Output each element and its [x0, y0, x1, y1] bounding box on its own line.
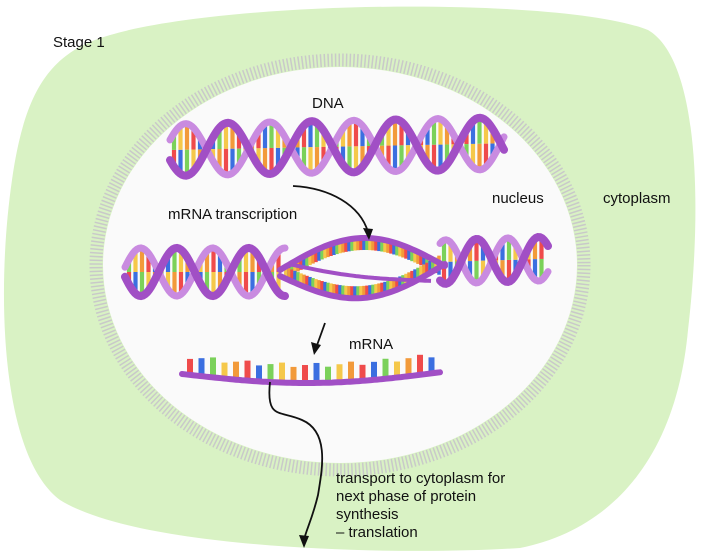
dna-unwinding-transcription	[121, 233, 552, 302]
process-arrows	[268, 185, 373, 548]
backbone-strand	[121, 243, 289, 301]
transcription-arrowhead	[363, 228, 373, 240]
mrna-backbone	[179, 369, 443, 386]
dna-label: DNA	[312, 95, 344, 112]
mrna-strand	[179, 354, 443, 386]
nuclear-envelope	[89, 53, 591, 477]
mrna-label: mRNA	[349, 336, 394, 353]
forming-mrna	[289, 262, 432, 283]
transport-note-line: transport to cytoplasm for	[336, 470, 506, 487]
mrna-arrow	[315, 322, 326, 349]
coding-strand	[277, 261, 448, 302]
nucleus-label: nucleus	[492, 190, 544, 207]
transport-note-line: synthesis	[336, 506, 399, 523]
stage-label: Stage 1	[53, 34, 105, 51]
transport-arrowhead	[299, 535, 309, 548]
backbone-strand	[166, 115, 508, 179]
transport-note-line: next phase of protein	[336, 488, 477, 505]
mrna-transcription-label: mRNA transcription	[168, 206, 298, 223]
template-strand	[277, 235, 448, 273]
dna-double-helix	[166, 113, 508, 180]
cytoplasm-label: cytoplasm	[603, 190, 671, 207]
backbone-strand	[436, 233, 552, 288]
mrna-arrowhead	[311, 342, 321, 355]
transcription-arrow	[292, 185, 369, 233]
transport-note: transport to cytoplasm for next phase of…	[336, 470, 586, 542]
transport-arrow	[268, 381, 324, 541]
backbone-strand	[166, 113, 508, 180]
transport-note-line: – translation	[336, 524, 418, 541]
backbone-strand	[121, 244, 289, 300]
